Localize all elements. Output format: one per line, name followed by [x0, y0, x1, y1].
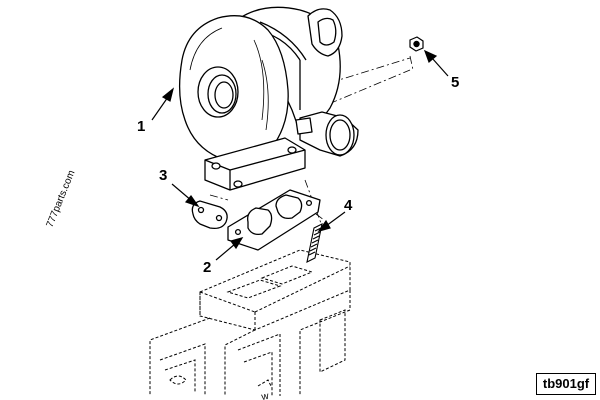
callout-4: 4	[344, 197, 353, 214]
nut	[409, 36, 424, 52]
callout-2: 2	[203, 259, 211, 276]
blanking-plate	[191, 200, 228, 230]
stud	[306, 223, 323, 263]
leader-lines	[151, 49, 449, 261]
turbocharger	[178, 6, 359, 191]
figure-code-label: tb901gf	[536, 373, 596, 395]
watermark-text-fragment: w	[260, 391, 271, 400]
exhaust-manifold	[149, 249, 351, 396]
callout-3: 3	[159, 167, 167, 184]
watermark-text: 777parts.com	[45, 169, 78, 229]
turbo-gasket	[227, 189, 321, 251]
callout-1: 1	[137, 118, 145, 135]
callout-5: 5	[451, 74, 459, 91]
